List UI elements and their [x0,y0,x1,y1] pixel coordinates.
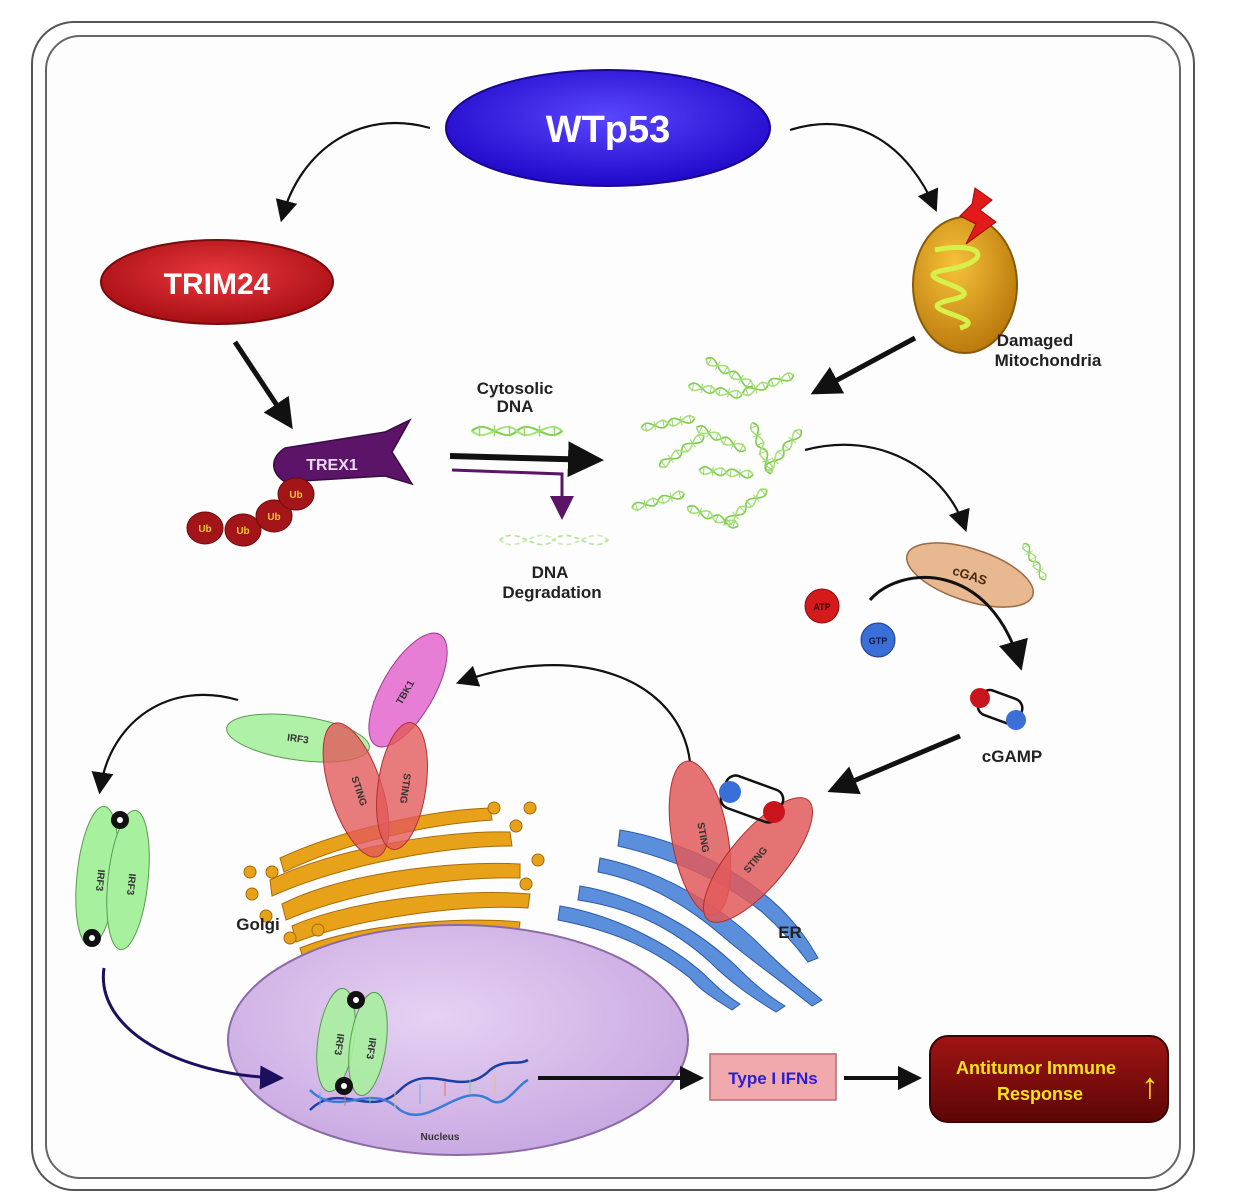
ub-label-1: Ub [198,524,211,535]
cgamp-molecule: cGAMP [970,688,1042,766]
sting-golgi-label-2: STING [397,772,412,804]
gtp-label: GTP [869,636,888,646]
irf3-dimer-label-1: IRF3 [93,869,106,892]
arrow-trex1-to-degradation [451,468,574,520]
trim24-node: TRIM24 [100,239,334,325]
trim24-label: TRIM24 [164,268,271,301]
ub-label-2: Ub [236,526,249,537]
nuclear-dna-helix [309,1058,529,1117]
irf3-golgi-label: IRF3 [286,733,309,747]
arrow-dna-to-cgas [804,443,970,533]
sting-er-complex: STING STING [668,760,814,923]
nucleus-label: Nucleus [421,1132,460,1143]
irf3-dimer-label-2: IRF3 [124,873,137,896]
outer-frame [31,21,1195,1191]
cytosolic-dna-label-2: DNA [497,397,534,416]
dna-degradation-label-2: Degradation [502,583,601,602]
arrow-cgas-to-cgamp [868,576,1028,671]
arrow-irf3-to-nucleus [101,967,284,1090]
damaged-mito-label-2: Mitochondria [995,351,1102,370]
type1-ifns-box: Type I IFNs [709,1053,837,1101]
arrow-trim24-to-trex1 [232,340,293,430]
lightning-icon [959,187,997,245]
dna-degradation-label-1: DNA [532,563,569,582]
arrow-wtp53-to-mitochondria [789,122,939,213]
nucleus: IRF3 IRF3 Nucleus [227,924,689,1156]
arrow-wtp53-to-trim24 [275,122,431,223]
atp-molecule: ATP [804,588,840,624]
damaged-mito-label-1: Damaged [997,331,1074,350]
er-label: ER [778,923,802,942]
arrow-golgi-to-irf3 [91,693,239,795]
irf3-dimer: IRF3 IRF3 [75,805,150,951]
arrow-er-sting-to-golgi [455,664,692,763]
type1-ifns-label: Type I IFNs [728,1069,817,1088]
golgi-signaling-complex: IRF3 TBK1 STING STING [226,632,448,858]
arrow-mito-to-dna [810,335,917,395]
cgamp-label: cGAMP [982,747,1042,766]
cytosolic-dna-label-1: Cytosolic [477,379,554,398]
antitumor-label-2: Response [997,1084,1083,1104]
arrow-trex1-to-dna-pool [449,441,604,478]
irf3-nuc-label-2: IRF3 [363,1037,377,1060]
wtp53-node: WTp53 [445,69,771,187]
trex1-node: TREX1 [273,418,414,486]
irf3-nuc-label-1: IRF3 [331,1033,345,1056]
trex1-label: TREX1 [306,457,358,474]
sting-er-label-1: STING [694,822,710,854]
golgi-label: Golgi [236,915,279,934]
gtp-molecule: GTP [860,622,896,658]
ubiquitin-chain: Ub Ub Ub Ub [186,477,315,547]
antitumor-label-1: Antitumor Immune [956,1058,1116,1078]
ub-label-4: Ub [289,490,302,501]
wtp53-label: WTp53 [546,109,671,151]
arrow-cgamp-to-sting [827,733,961,795]
atp-label: ATP [813,602,830,612]
ub-label-3: Ub [267,512,280,523]
antitumor-response-box: Antitumor Immune Response ↑ [929,1035,1169,1123]
up-arrow-icon: ↑ [1141,1065,1159,1106]
damaged-mitochondria: Damaged Mitochondria [912,187,1102,370]
